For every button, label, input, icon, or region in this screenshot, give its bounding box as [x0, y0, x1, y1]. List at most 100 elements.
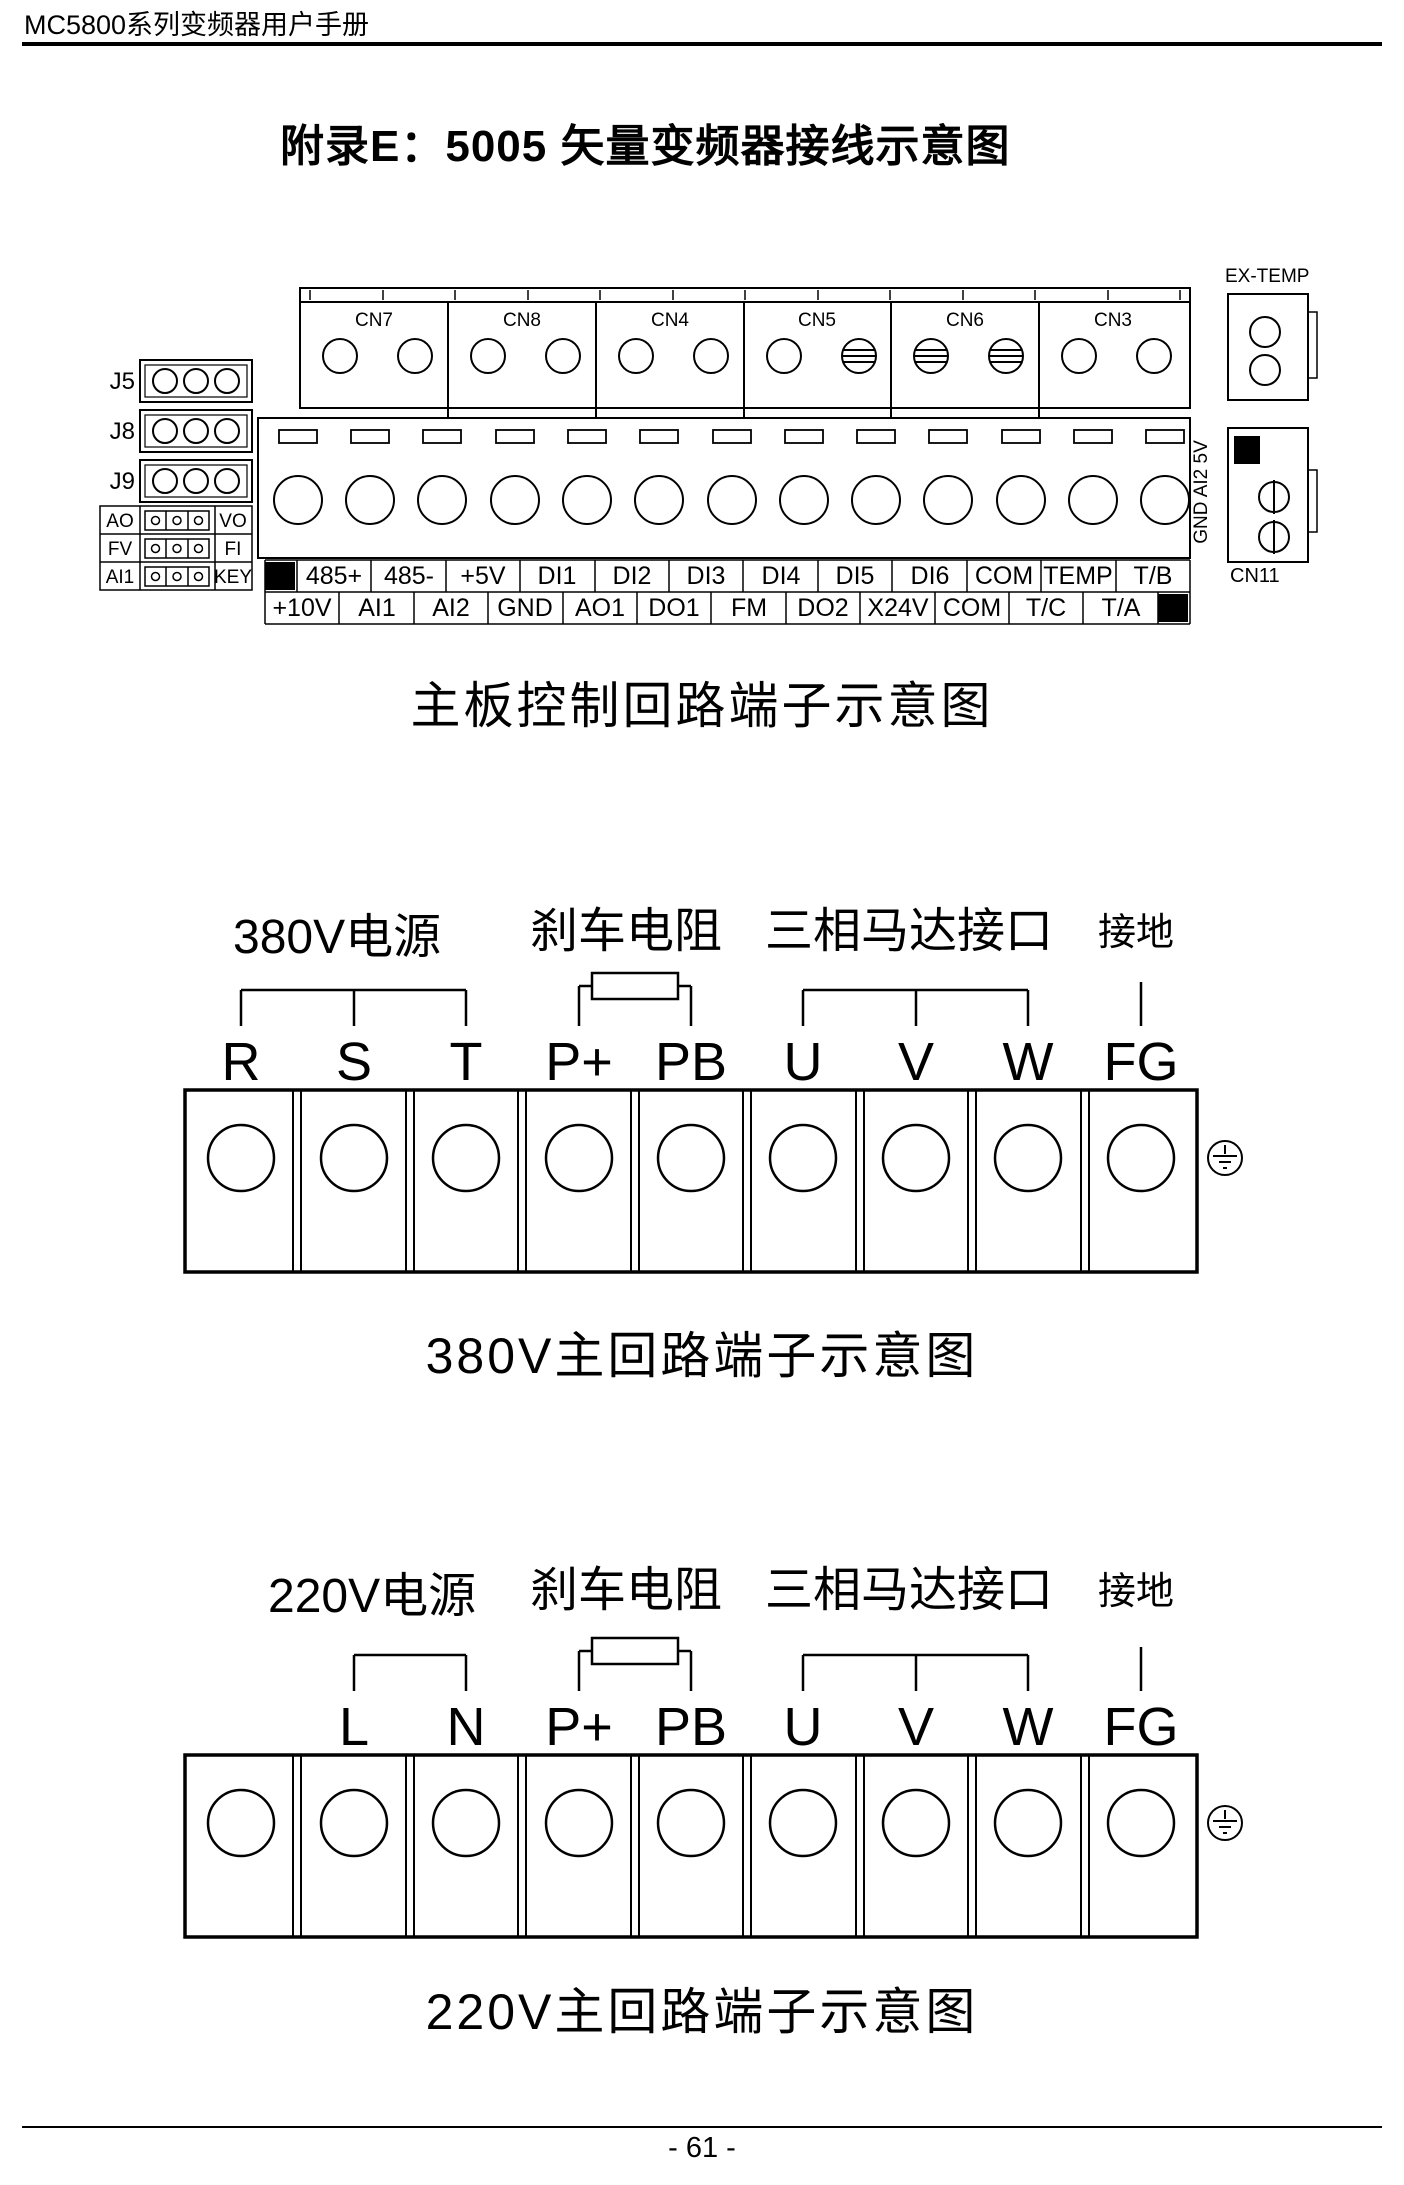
terminal-letter: V — [898, 1032, 934, 1092]
terminal-letter: L — [339, 1697, 369, 1757]
page-header-title: MC5800系列变频器用户手册 — [24, 10, 370, 40]
cn-label: CN6 — [946, 310, 984, 331]
terminal-label: X24V — [867, 594, 928, 622]
jumper-right-label: VO — [219, 511, 246, 532]
terminal-label: +10V — [272, 594, 331, 622]
footer-rule — [22, 2126, 1382, 2128]
v380-motor-label: 三相马达接口 — [765, 905, 1054, 958]
terminal-label: TEMP — [1043, 562, 1112, 590]
terminal-wire-slots — [278, 429, 1185, 444]
v220-terminal-screws — [206, 1788, 1176, 1858]
block-connector-stubs — [447, 408, 1040, 418]
terminal-label: 485- — [384, 562, 434, 590]
v380-terminal-diagram: R S T P+ PB U V W FG — [183, 971, 1243, 1274]
v380-power-label: 380V电源 — [233, 911, 442, 964]
jumper-left-label: AI1 — [106, 567, 135, 588]
terminal-letter: PB — [655, 1697, 727, 1757]
terminal-label: DI1 — [538, 562, 577, 590]
terminal-letter: FG — [1104, 1032, 1179, 1092]
j-label: J9 — [110, 468, 135, 495]
jumper-right-label: FI — [225, 539, 242, 560]
terminal-label: AI2 — [432, 594, 470, 622]
terminal-label: DI4 — [762, 562, 801, 590]
terminal-letter: W — [1003, 1697, 1054, 1757]
terminal-letter: PB — [655, 1032, 727, 1092]
control-board-diagram: CN7 CN8 CN4 CN5 CN6 CN3 — [99, 266, 1318, 625]
terminal-screws — [273, 475, 1190, 525]
cn-label: CN8 — [503, 310, 541, 331]
v220-ground-label: 接地 — [1098, 1571, 1175, 1613]
terminal-label: COM — [943, 594, 1001, 622]
cn-label: CN5 — [798, 310, 836, 331]
terminal-label: GND — [497, 594, 553, 622]
edge-strip-notches — [309, 290, 1181, 300]
terminal-label: 485+ — [306, 562, 362, 590]
j-label: J8 — [110, 418, 135, 445]
v380-wiring-brackets — [239, 971, 1143, 1026]
terminal-letter: P+ — [545, 1032, 613, 1092]
terminal-label: +5V — [460, 562, 506, 590]
earth-ground-icon — [1207, 1140, 1243, 1176]
terminal-label: DI3 — [687, 562, 726, 590]
row-end-key-block — [1158, 594, 1188, 622]
terminal-label: DI5 — [836, 562, 875, 590]
v220-brake-label: 刹车电阻 — [530, 1564, 723, 1617]
terminal-label: T/C — [1026, 594, 1066, 622]
v220-wiring-brackets — [352, 1636, 1143, 1691]
v380-ground-label: 接地 — [1098, 912, 1175, 954]
brake-resistor-symbol — [590, 1636, 680, 1666]
v380-terminal-screws — [206, 1123, 1176, 1193]
terminal-letter: V — [898, 1697, 934, 1757]
ex-temp-connector — [1227, 293, 1318, 401]
terminal-letter: T — [450, 1032, 483, 1092]
jumper-left-label: FV — [108, 539, 133, 560]
terminal-letter: S — [336, 1032, 372, 1092]
v220-terminal-diagram: L N P+ PB U V W FG — [183, 1636, 1243, 1939]
control-board-caption: 主板控制回路端子示意图 — [410, 678, 994, 734]
header-rule — [22, 42, 1382, 46]
appendix-title: 附录E：5005 矢量变频器接线示意图 — [280, 122, 1011, 171]
terminal-letter: R — [222, 1032, 261, 1092]
jumper-block — [99, 505, 253, 591]
v380-caption: 380V主回路端子示意图 — [425, 1328, 979, 1384]
v220-terminal-block — [183, 1753, 1199, 1939]
ex-temp-label: EX-TEMP — [1225, 266, 1309, 287]
terminal-screw-block — [257, 417, 1191, 559]
cn11-key-block — [1234, 436, 1260, 464]
terminal-label: DO1 — [648, 594, 699, 622]
v380-brake-label: 刹车电阻 — [530, 905, 723, 958]
terminal-name-grid — [264, 559, 1191, 625]
cn-connector-block — [299, 301, 1191, 409]
row-start-key-block — [265, 562, 295, 590]
jumper-left-label: AO — [106, 511, 133, 532]
terminal-letter: W — [1003, 1032, 1054, 1092]
cn-label: CN3 — [1094, 310, 1132, 331]
v380-terminal-block — [183, 1088, 1199, 1274]
terminal-label: DI6 — [911, 562, 950, 590]
terminal-label: DO2 — [797, 594, 848, 622]
cn11-pin-label: GND AI2 5V — [1191, 440, 1212, 544]
j-connectors — [139, 359, 253, 503]
j-label: J5 — [110, 368, 135, 395]
v220-caption: 220V主回路端子示意图 — [425, 1984, 979, 2040]
cn-screw-holes — [322, 338, 1172, 374]
cn-label: CN4 — [651, 310, 689, 331]
cn11-connector — [1227, 427, 1318, 563]
earth-ground-icon — [1207, 1805, 1243, 1841]
cn-label: CN7 — [355, 310, 393, 331]
cn11-label: CN11 — [1230, 565, 1280, 587]
terminal-label: DI2 — [613, 562, 652, 590]
brake-resistor-symbol — [590, 971, 680, 1001]
terminal-label: AI1 — [358, 594, 396, 622]
v220-power-label: 220V电源 — [268, 1570, 477, 1623]
terminal-label: COM — [975, 562, 1033, 590]
jumper-right-label: KEY — [214, 567, 252, 588]
terminal-label: FM — [731, 594, 767, 622]
terminal-letter: U — [784, 1697, 823, 1757]
terminal-letter: N — [447, 1697, 486, 1757]
terminal-label: T/A — [1102, 594, 1141, 622]
terminal-letter: P+ — [545, 1697, 613, 1757]
terminal-label: AO1 — [575, 594, 625, 622]
v220-motor-label: 三相马达接口 — [765, 1564, 1054, 1617]
